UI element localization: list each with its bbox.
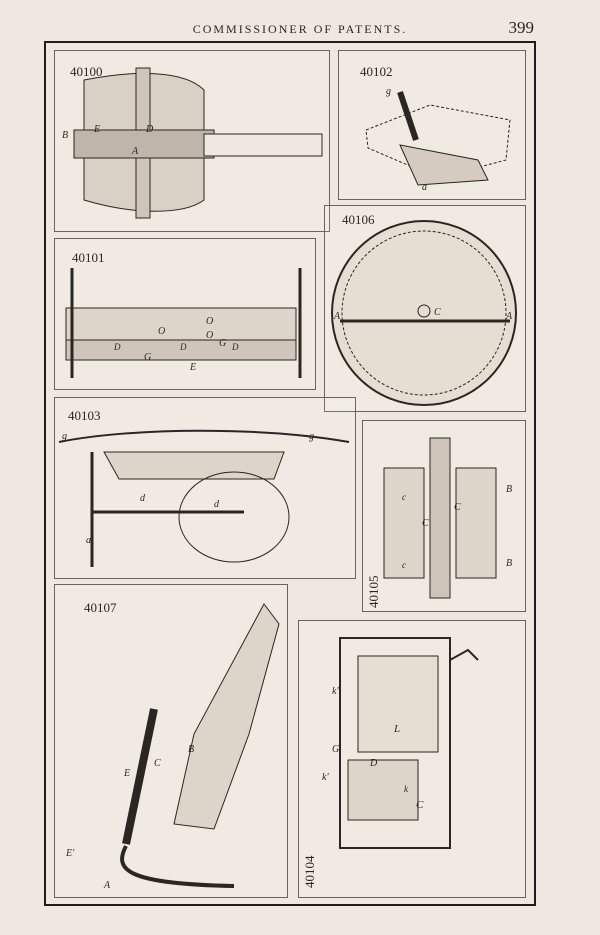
fig40106-letter-a2: A (505, 311, 513, 322)
fig40101-letter-o1: O (206, 316, 213, 327)
fig40106-letter-c: C (434, 307, 441, 318)
figure-40101-drawing: O O O D D D G G E (65, 268, 302, 378)
figure-40101-number: 40101 (72, 250, 105, 265)
fig40101-letter-d2: D (179, 342, 187, 352)
figure-40103-panel (54, 397, 356, 579)
figure-40100-number: 40100 (70, 64, 103, 79)
fig40105-letter-c1: C (454, 502, 461, 513)
fig40103-letter-a: a (86, 535, 91, 546)
figure-40103-drawing: g g d d a (58, 429, 350, 567)
fig40101-letter-o2: O (158, 326, 165, 337)
figure-40102-drawing: g a (365, 86, 511, 193)
fig40105-letter-c3: c (402, 492, 406, 502)
fig40103-letter-d2: d (214, 499, 220, 510)
fig40105-letter-c2: C (422, 518, 429, 529)
fig40104-letter-k-double-prime: k" (332, 686, 341, 697)
fig40101-letter-d3: D (231, 342, 239, 352)
fig40101-letter-e: E (189, 362, 196, 373)
figures-frame (44, 41, 536, 906)
fig40107-letter-e-prime: E' (65, 848, 75, 859)
fig40107-letter-a: A (103, 880, 111, 891)
fig40105-letter-b1: B (506, 484, 512, 495)
fig40104-letter-k-prime: k' (322, 772, 329, 783)
fig40104-letter-k: k (404, 784, 409, 794)
page-number: 399 (508, 18, 535, 37)
fig40100-letter-e: E (93, 124, 100, 135)
fig40105-letter-b2: B (506, 558, 512, 569)
figure-40107-number: 40107 (84, 600, 117, 615)
figure-40103-number: 40103 (68, 408, 101, 423)
fig40102-letter-a: a (422, 182, 427, 193)
fig40107-letter-e: E (123, 768, 130, 779)
fig40107-letter-b: B (188, 744, 194, 755)
figure-40106-drawing: A A C (331, 220, 517, 406)
fig40104-letter-l: L (393, 723, 400, 735)
figure-40107-drawing: B C E E' A (65, 603, 280, 891)
fig40106-letter-a1: A (333, 311, 341, 322)
fig40104-letter-d: D (369, 758, 378, 769)
fig40100-letter-d: D (145, 124, 154, 135)
figure-40106-number: 40106 (342, 212, 375, 227)
fig40102-letter-g: g (386, 86, 391, 97)
fig40101-letter-d1: D (113, 342, 121, 352)
fig40101-letter-g1: G (219, 338, 226, 349)
page-header-title: COMMISSIONER OF PATENTS. (192, 22, 408, 36)
fig40103-letter-d1: d (140, 493, 146, 504)
fig40103-letter-g1: g (62, 431, 67, 442)
figure-40102-number: 40102 (360, 64, 393, 79)
figure-40104-drawing: k" L G D k' C k (322, 637, 479, 849)
fig40104-letter-c: C (416, 799, 424, 811)
fig40101-letter-g2: G (144, 352, 151, 363)
figure-40100-drawing: B E D A (62, 67, 323, 219)
fig40103-letter-g2: g (309, 431, 314, 442)
fig40105-letter-c4: c (402, 560, 406, 570)
fig40100-letter-b: B (62, 130, 68, 141)
fig40101-letter-o3: O (206, 330, 213, 341)
figure-40105-drawing: B B C C c c (383, 437, 512, 599)
fig40104-letter-g: G (332, 744, 339, 755)
fig40100-letter-a: A (131, 146, 139, 157)
fig40107-letter-c: C (154, 758, 161, 769)
